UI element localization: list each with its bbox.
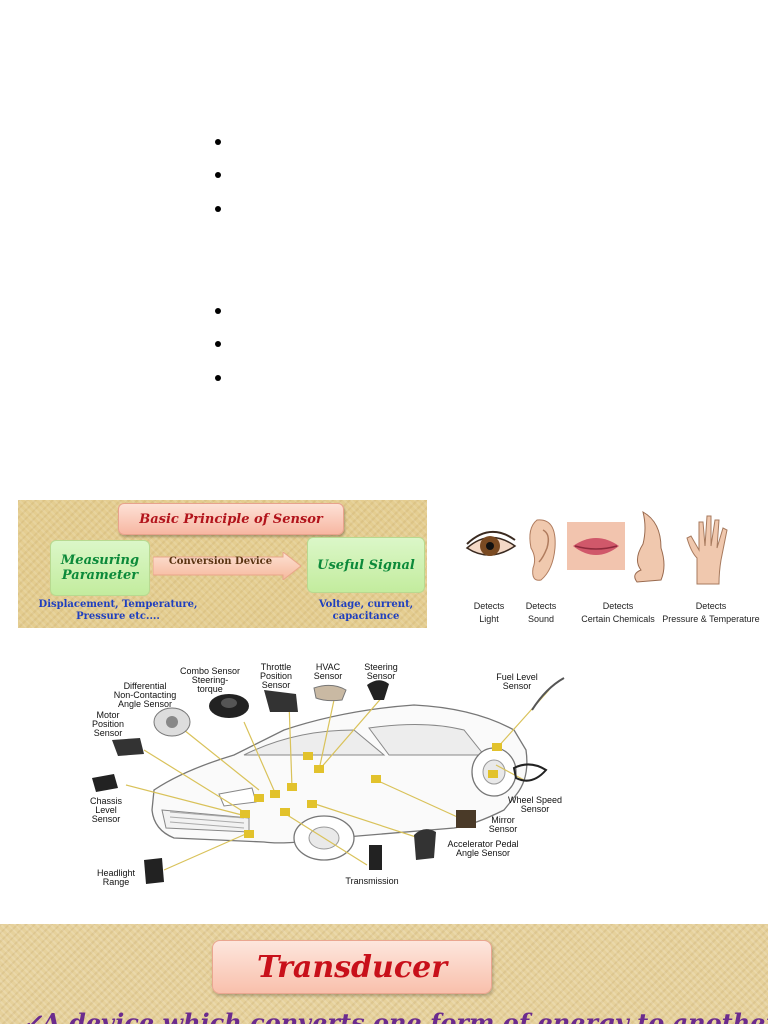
- motor-position-sensor-label: Motor Position Sensor: [91, 710, 125, 738]
- transducer-title: Transducer: [212, 940, 492, 994]
- car-sensor-diagram: Combo Sensor Steering- torque Throttle P…: [84, 660, 574, 887]
- ear-icon: [529, 519, 556, 581]
- conversion-device-label: Conversion Device: [168, 556, 273, 567]
- checkmark-icon: ✓: [22, 1008, 43, 1024]
- eye-icon: [465, 531, 517, 556]
- sensor-principle-diagram: Basic Principle of Sensor Measuring Para…: [18, 500, 427, 628]
- bullet-icon: [212, 203, 224, 215]
- mouth-icon: [567, 522, 625, 570]
- chassis-level-sensor-label: Chassis Level Sensor: [89, 796, 122, 824]
- measuring-parameter-box: Measuring Parameter: [50, 540, 150, 596]
- input-examples: Displacement, Temperature, Pressure etc.…: [38, 599, 198, 622]
- fuel-level-sensor-label: Fuel Level Sensor: [496, 672, 538, 691]
- hand-icon: [686, 515, 728, 585]
- accelerator-pedal-sensor-label: Accelerator Pedal Angle Sensor: [447, 839, 519, 858]
- useful-signal-box: Useful Signal: [307, 537, 425, 593]
- bullet-icon: [212, 338, 224, 350]
- combo-sensor-label: Combo Sensor Steering- torque: [179, 666, 241, 694]
- transducer-definition: ✓A device which converts one form of ene…: [22, 1008, 768, 1024]
- output-examples: Voltage, current, capacitance: [318, 599, 414, 622]
- bullet-icon: [212, 372, 224, 384]
- bullet-icon: [212, 305, 224, 317]
- principle-title: Basic Principle of Sensor: [118, 503, 344, 535]
- steering-sensor-label: Steering Sensor: [364, 662, 398, 681]
- conversion-arrow-icon: [153, 552, 301, 580]
- headlight-range-label: Headlight Range: [96, 868, 136, 887]
- wheel-speed-sensor-label: Wheel Speed Sensor: [507, 795, 563, 814]
- transducer-banner: Transducer ✓A device which converts one …: [0, 924, 768, 1024]
- differential-sensor-label: Differential Non-Contacting Angle Sensor: [113, 681, 177, 709]
- transmission-label: Transmission: [345, 876, 399, 886]
- hvac-sensor-label: HVAC Sensor: [313, 662, 343, 681]
- mirror-sensor-label: Mirror Sensor: [488, 815, 518, 834]
- car-icon: [92, 677, 565, 884]
- bullet-icon: [212, 169, 224, 181]
- nose-icon: [634, 511, 665, 583]
- bullet-icon: [212, 136, 224, 148]
- throttle-sensor-label: Throttle Position Sensor: [259, 662, 293, 690]
